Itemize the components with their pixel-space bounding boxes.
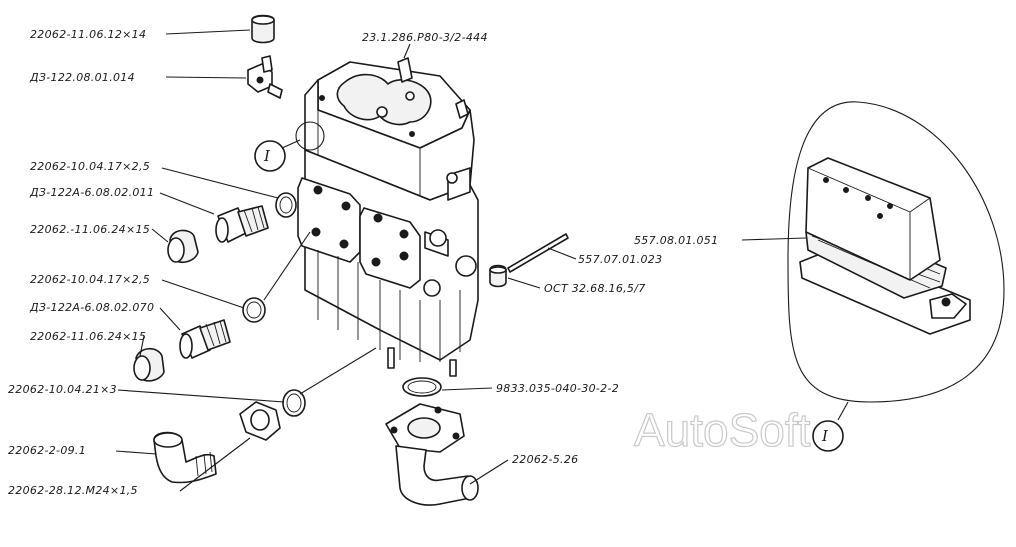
label-fitting-011: ДЗ-122А-6.08.02.011	[29, 186, 154, 199]
plug-cap-12x14	[251, 14, 275, 44]
label-plug-24x15-upper: 22062.-11.06.24×15	[30, 223, 150, 236]
label-elbow-fitting: 22062-2-09.1	[8, 444, 86, 457]
plug-cap-24x15-lower	[133, 347, 165, 382]
pin	[507, 233, 569, 273]
o-ring-17x2-5-lower	[242, 297, 266, 323]
banjo-fitting	[247, 55, 283, 99]
plug-cap-24x15-upper	[167, 229, 199, 264]
callout-circle-detail	[812, 420, 844, 452]
hex-nut-m24x1-5	[239, 401, 281, 441]
label-o-ring-9833: 9833.035-040-30-2-2	[496, 382, 619, 395]
detail-region-marker	[295, 121, 325, 151]
leader-lines	[115, 29, 849, 492]
elbow-housing-22062-5-26	[385, 403, 479, 506]
label-o-ring-21x3: 22062-10.04.21×3	[8, 383, 117, 396]
label-plug-24x15-lower: 22062-11.06.24×15	[30, 330, 146, 343]
hydraulic-distributor-body	[297, 57, 479, 377]
callout-label-main: I	[263, 147, 271, 165]
fitting-lower	[179, 319, 231, 359]
label-fitting-070: ДЗ-122А-6.08.02.070	[29, 301, 154, 314]
label-plug-12x14: 22062-11.06.12×14	[30, 28, 146, 41]
label-ost-cap: ОСТ 32.68.16,5/7	[544, 282, 646, 295]
label-o-ring-upper: 22062-10.04.17×2,5	[30, 160, 150, 173]
callout-label-detail: I	[821, 427, 829, 445]
callout-circle-main	[254, 140, 286, 172]
label-dz-122-08-01-014: ДЗ-122.08.01.014	[29, 71, 135, 84]
o-ring-21x3	[282, 389, 306, 417]
part-labels: 22062-11.06.12×14 ДЗ-122.08.01.014 22062…	[8, 28, 718, 497]
label-hex-nut: 22062-28.12.М24×1,5	[8, 484, 138, 497]
small-cap	[489, 264, 507, 288]
o-ring-17x2-5-upper	[275, 192, 297, 218]
watermark-text: AutoSoft	[634, 404, 811, 456]
elbow-fitting	[153, 431, 217, 484]
label-pin: 557.07.01.023	[578, 253, 662, 266]
label-distributor: 23.1.286.Р80-3/2-444	[362, 31, 488, 44]
label-gasket-detail: 557.08.01.051	[634, 234, 718, 247]
label-elbow-housing: 22062-5.26	[512, 453, 578, 466]
label-o-ring-lower: 22062-10.04.17×2,5	[30, 273, 150, 286]
fitting-upper	[215, 205, 269, 243]
detail-view-I	[787, 101, 1005, 403]
